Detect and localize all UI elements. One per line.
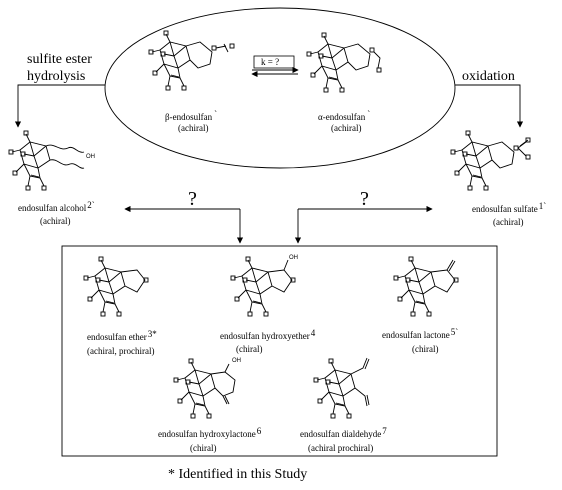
hydroxylactone-note: (chiral) xyxy=(190,443,216,453)
hydrolysis-label-line2: hydrolysis xyxy=(27,69,85,84)
hydrolysis-label-line1: sulfite ester xyxy=(27,52,92,67)
ether-note: (achiral, prochiral) xyxy=(87,346,154,356)
endosulfan-alcohol-structure xyxy=(8,130,85,191)
beta-endosulfan-name: β-endosulfan` xyxy=(165,109,217,122)
endosulfan-lactone-structure xyxy=(393,256,459,317)
alcohol-name: endosulfan alcohol2` xyxy=(18,200,95,213)
hydroxylactone-oh-atom: OH xyxy=(232,358,241,364)
alpha-endosulfan-name: α-endosulfan` xyxy=(318,109,370,122)
endosulfan-hydroxylactone-structure xyxy=(173,358,236,419)
dialdehyde-name: endosulfan dialdehyde7 xyxy=(300,426,387,439)
hydroxyether-oh-atom: OH xyxy=(289,255,298,261)
beta-endosulfan-note: (achiral) xyxy=(178,123,208,133)
lactone-note: (chiral) xyxy=(412,344,438,354)
alcohol-oh-atom: OH xyxy=(86,154,95,160)
equilibrium-label: k = ? xyxy=(261,57,279,67)
dialdehyde-note: (achiral prochiral) xyxy=(308,443,373,453)
sulfate-note: (achiral) xyxy=(493,217,523,227)
ether-name: endosulfan ether3* xyxy=(87,329,157,342)
hydroxyether-name: endosulfan hydroxyether4 xyxy=(220,328,316,341)
oxidation-arrow xyxy=(455,84,524,128)
products-box xyxy=(61,245,498,457)
isomer-ellipse xyxy=(104,7,456,169)
alpha-endosulfan-structure xyxy=(306,32,382,93)
lactone-name: endosulfan lactone5` xyxy=(382,327,458,340)
alpha-endosulfan-note: (achiral) xyxy=(331,123,361,133)
sulfate-name: endosulfan sulfate1` xyxy=(472,201,546,214)
endosulfan-sulfate-structure xyxy=(450,130,531,191)
question-mark-right: ? xyxy=(360,188,369,210)
alcohol-note: (achiral) xyxy=(40,216,70,226)
beta-endosulfan-structure xyxy=(148,30,235,91)
endosulfan-ether-structure xyxy=(83,256,149,317)
hydrolysis-arrow xyxy=(14,84,105,128)
endosulfan-hydroxyether-structure xyxy=(230,256,296,317)
hydroxylactone-name: endosulfan hydroxylactone6 xyxy=(158,426,262,439)
question-mark-left: ? xyxy=(188,188,197,210)
endosulfan-dialdehyde-structure xyxy=(313,357,370,419)
equilibrium-arrows xyxy=(251,55,299,78)
footnote: * Identified in this Study xyxy=(168,467,307,482)
oxidation-label: oxidation xyxy=(462,69,515,84)
hydroxyether-note: (chiral) xyxy=(236,344,262,354)
